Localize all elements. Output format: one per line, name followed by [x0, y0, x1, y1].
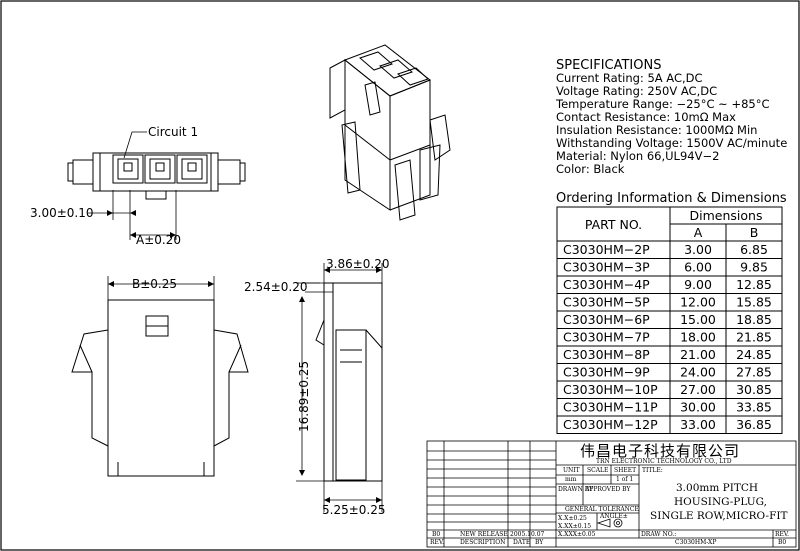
- offset-dimension-label: 2.54±0.20: [244, 280, 308, 294]
- table-cell-b: 24.85: [736, 347, 772, 362]
- approved-by-label: APPROVED BY: [584, 486, 631, 493]
- tolerance-line: X.X±0.25: [558, 515, 587, 522]
- table-cell-b: 33.85: [736, 400, 772, 415]
- angle-tolerance-label: ANGLE±: [599, 513, 628, 520]
- table-cell-part: C3030HM−8P: [563, 347, 650, 362]
- table-cell-b: 18.85: [736, 312, 772, 327]
- table-cell-part: C3030HM−2P: [563, 242, 650, 257]
- side-view-arrows: [299, 267, 382, 503]
- unit-label: UNIT: [563, 467, 580, 474]
- table-cell-a: 9.00: [684, 277, 712, 292]
- bottom-dimension-label: 5.25±0.25: [322, 503, 386, 517]
- spec-line: Insulation Resistance: 1000MΩ Min: [556, 123, 757, 137]
- spec-line: Withstanding Voltage: 1500V AC/minute: [556, 136, 787, 150]
- title-line: HOUSING-PLUG,: [674, 496, 767, 508]
- revision-row-description: NEW RELEASE: [460, 531, 508, 538]
- front-view-dimensions: [107, 276, 215, 300]
- table-cell-part: C3030HM−3P: [563, 260, 650, 275]
- top-view-drawing: [67, 152, 246, 200]
- table-cell-b: 12.85: [736, 277, 772, 292]
- circuit-label: Circuit 1: [148, 125, 198, 139]
- company-name-cn: 伟昌电子科技有限公司: [580, 442, 740, 460]
- table-cell-b: 15.85: [736, 295, 772, 310]
- spec-line: Temperature Range: −25°C ~ +85°C: [555, 97, 770, 111]
- table-cell-b: 21.85: [736, 330, 772, 345]
- height-dimension-label: 16.89±0.25: [297, 361, 311, 432]
- a-dimension-label: A±0.20: [136, 233, 181, 247]
- title-line: 3.00mm PITCH: [676, 482, 758, 494]
- table-cell-b: 36.85: [736, 417, 772, 432]
- sheet-value: 1 of 1: [616, 476, 633, 483]
- scale-label: SCALE: [587, 467, 608, 474]
- revision-value: B0: [778, 539, 786, 546]
- ordering-heading: Ordering Information & Dimensions: [556, 191, 787, 206]
- table-cell-a: 24.00: [680, 365, 716, 380]
- front-view-drawing: [71, 299, 249, 477]
- top-view-dimensions: [88, 131, 177, 240]
- table-cell-a: 6.00: [684, 260, 712, 275]
- table-cell-a: 3.00: [684, 242, 712, 257]
- table-cell-a: 27.00: [680, 382, 716, 397]
- column-header-part: PART NO.: [585, 217, 642, 232]
- table-cell-b: 27.85: [736, 365, 772, 380]
- spec-line: Material: Nylon 66,UL94V−2: [556, 149, 719, 163]
- drawing-number-value: C3030HM-XP: [675, 539, 716, 546]
- table-cell-part: C3030HM−5P: [563, 295, 650, 310]
- table-cell-part: C3030HM−4P: [563, 277, 650, 292]
- column-header-dimensions: Dimensions: [690, 208, 763, 223]
- specs-heading: SPECIFICATIONS: [556, 58, 661, 73]
- revision-row-date: 2005.10.07: [510, 531, 545, 538]
- spec-line: Color: Black: [556, 162, 625, 176]
- table-cell-a: 18.00: [680, 330, 716, 345]
- spec-line: Contact Resistance: 10mΩ Max: [556, 110, 736, 124]
- revision-header-date: DATE: [513, 539, 530, 546]
- column-header-a: A: [694, 225, 703, 240]
- isometric-view-drawing: [329, 44, 451, 221]
- table-cell-a: 12.00: [680, 295, 716, 310]
- table-cell-part: C3030HM−9P: [563, 365, 650, 380]
- table-cell-part: C3030HM−11P: [563, 400, 658, 415]
- b-dimension-label: B±0.25: [132, 277, 177, 291]
- revision-header-description: DESCRIPTION: [460, 539, 505, 546]
- table-cell-part: C3030HM−7P: [563, 330, 650, 345]
- table-cell-b: 9.85: [740, 260, 768, 275]
- unit-value: mm: [565, 476, 577, 483]
- title-block: [426, 440, 797, 548]
- drawing-number-label: DRAW NO.:: [641, 531, 676, 538]
- company-name-en: TRN ELECTRONIC TECHNOLOGY CO., LTD: [596, 458, 732, 465]
- table-cell-a: 30.00: [680, 400, 716, 415]
- title-label: TITLE:: [642, 467, 663, 474]
- side-view-drawing: [315, 282, 383, 482]
- table-cell-a: 21.00: [680, 347, 716, 362]
- column-header-b: B: [750, 225, 759, 240]
- table-cell-part: C3030HM−6P: [563, 312, 650, 327]
- revision-row-rev: B0: [432, 531, 440, 538]
- tolerance-line: X.XX±0.15: [558, 523, 591, 530]
- table-cell-a: 33.00: [680, 417, 716, 432]
- tolerance-line: X.XXX±0.05: [558, 531, 596, 538]
- width-dimension-label: 3.86±0.20: [326, 257, 390, 271]
- table-cell-part: C3030HM−10P: [563, 382, 658, 397]
- revision-header-by: BY: [535, 539, 544, 546]
- spec-line: Voltage Rating: 250V AC,DC: [556, 84, 717, 98]
- sheet-label: SHEET: [614, 467, 636, 474]
- table-cell-a: 15.00: [680, 312, 716, 327]
- table-cell-part: C3030HM−12P: [563, 417, 658, 432]
- table-cell-b: 6.85: [740, 242, 768, 257]
- top-view-arrows: [107, 210, 176, 238]
- table-cell-b: 30.85: [736, 382, 772, 397]
- revision-label: REV.: [775, 531, 789, 538]
- spec-line: Current Rating: 5A AC,DC: [556, 71, 703, 85]
- pitch-dimension-label: 3.00±0.10: [30, 206, 94, 220]
- general-tolerance-label: GENERAL TOLERANCE: [565, 506, 639, 513]
- side-view-dimensions: [296, 263, 383, 512]
- title-line: SINGLE ROW,MICRO-FIT: [650, 510, 788, 522]
- drawn-by-label: DRAWN BY: [558, 486, 594, 493]
- front-view-arrows: [108, 281, 214, 287]
- revision-header-rev: REV.: [430, 539, 444, 546]
